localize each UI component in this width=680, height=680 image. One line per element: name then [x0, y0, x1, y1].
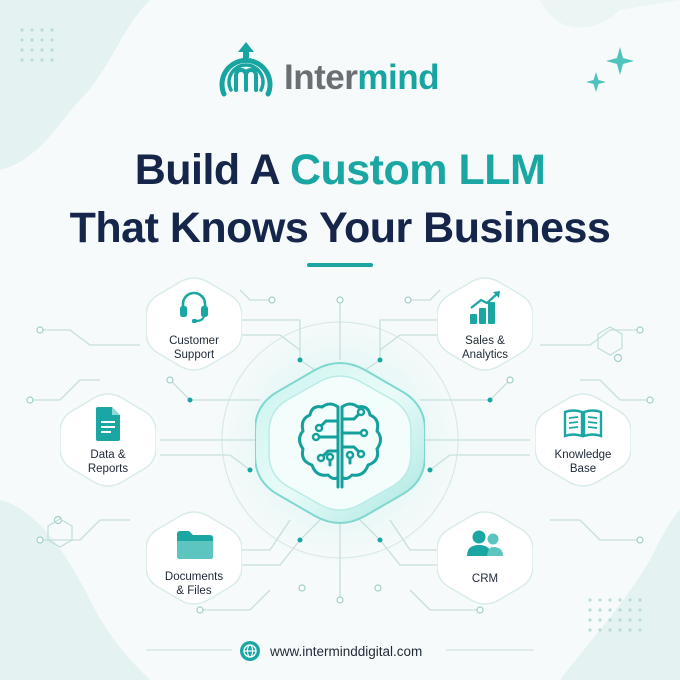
brand-name: Intermind: [284, 58, 439, 97]
node-crm: CRM: [437, 510, 533, 606]
brand-logo: Intermind: [214, 38, 476, 108]
hexagon-shape: [535, 393, 631, 487]
document-icon: [96, 407, 120, 441]
users-icon: [467, 530, 503, 556]
node-label: Documents & Files: [164, 571, 224, 597]
node-sales-analytics: Sales & Analytics: [437, 276, 533, 372]
globe-icon: [240, 641, 260, 661]
node-documents-files: Documents & Files: [146, 510, 242, 606]
headline-line-2: That Knows Your Business: [69, 204, 611, 252]
headline: Build A Custom LLM That Knows Your Busin…: [0, 141, 680, 257]
node-label: Knowledge Base: [554, 449, 612, 475]
intermind-logo-icon: [219, 42, 273, 97]
node-label: CRM: [471, 573, 499, 585]
node-data-reports: Data & Reports: [60, 392, 156, 488]
hexagon-shape: [146, 277, 242, 371]
brain-circuit-icon: [298, 402, 382, 489]
node-label: Customer Support: [169, 335, 219, 361]
bar-chart-icon: [470, 291, 500, 324]
center-brain-hexagon: [255, 358, 425, 528]
folder-icon: [177, 531, 213, 559]
node-customer-support: Customer Support: [146, 276, 242, 372]
hexagon-shape: [437, 511, 533, 605]
website-url[interactable]: www.interminddigital.com: [270, 643, 423, 659]
center-hexagon-shape: [255, 362, 425, 524]
headline-line-1: Build A Custom LLM: [134, 146, 546, 194]
website-link[interactable]: www.interminddigital.com: [240, 640, 422, 662]
node-label: Sales & Analytics: [461, 335, 509, 361]
node-label: Data & Reports: [87, 449, 129, 475]
headset-icon: [180, 291, 208, 323]
title-divider: [307, 263, 373, 267]
node-knowledge-base: Knowledge Base: [535, 392, 631, 488]
book-icon: [563, 409, 603, 438]
